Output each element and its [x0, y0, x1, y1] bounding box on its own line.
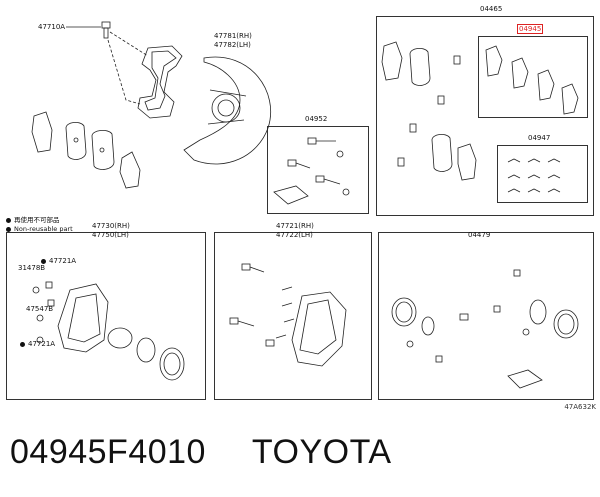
caliper-bracket-icon — [137, 45, 183, 119]
pad-kit-04465-icon — [381, 41, 477, 181]
bolt-47710a-icon — [66, 21, 111, 39]
label-47781-rh: 47781(RH) — [214, 32, 252, 40]
part-number: 04945F4010 — [10, 433, 206, 471]
caliper-assembly-icon — [32, 281, 185, 381]
legend: 再使用不可部品 Non-reusable part — [6, 216, 73, 234]
legend-jp: 再使用不可部品 — [6, 216, 73, 225]
label-04465: 04465 — [480, 5, 503, 13]
kit-04952-box — [267, 126, 369, 214]
legend-dot-icon — [6, 217, 11, 223]
legend-dot-icon — [6, 226, 11, 232]
clip-set-04947-icon — [507, 158, 561, 193]
figure-code: 47A632K — [564, 403, 596, 411]
label-47547b: 47547B — [26, 305, 54, 313]
caption: 04945F4010 TOYOTA — [10, 432, 392, 472]
kit-04945-box — [478, 36, 588, 118]
label-04952: 04952 — [305, 115, 328, 123]
kit-04479-box — [378, 232, 594, 400]
label-04479: 04479 — [468, 231, 491, 239]
non-reusable-dot-icon — [41, 258, 46, 264]
caliper-47721-box — [214, 232, 372, 400]
slide-pin-kit-icon — [273, 137, 350, 205]
label-47782-lh: 47782(LH) — [214, 41, 251, 49]
label-47721a-bottom: 47721A — [20, 340, 55, 348]
seal-kit-04479-icon — [391, 269, 579, 389]
label-47721a-top-text: 47721A — [49, 257, 77, 265]
legend-en: Non-reusable part — [6, 225, 73, 234]
kit-04465-box — [376, 16, 594, 216]
kit-04947-box — [497, 145, 588, 203]
label-31478b: 31478B — [18, 264, 46, 272]
non-reusable-dot-icon — [20, 341, 25, 347]
caliper-47730-box — [6, 232, 206, 400]
label-04945-highlighted[interactable]: 04945 — [517, 24, 544, 34]
label-47710a: 47710A — [38, 23, 66, 31]
label-47721a-top: 47721A — [41, 257, 76, 265]
label-47722-lh: 47722(LH) — [276, 231, 313, 239]
brand-name: TOYOTA — [251, 433, 392, 471]
label-47721a-bottom-text: 47721A — [28, 340, 56, 348]
brake-pads-icon — [31, 111, 141, 189]
label-47750-lh: 47750(LH) — [92, 231, 129, 239]
pad-set-04945-icon — [485, 45, 579, 115]
label-04947: 04947 — [528, 134, 551, 142]
label-47730-rh: 47730(RH) — [92, 222, 130, 230]
caliper-47721-icon — [229, 263, 347, 367]
dust-shield-icon — [183, 56, 272, 165]
label-47721-rh: 47721(RH) — [276, 222, 314, 230]
parts-line-art — [31, 21, 579, 389]
